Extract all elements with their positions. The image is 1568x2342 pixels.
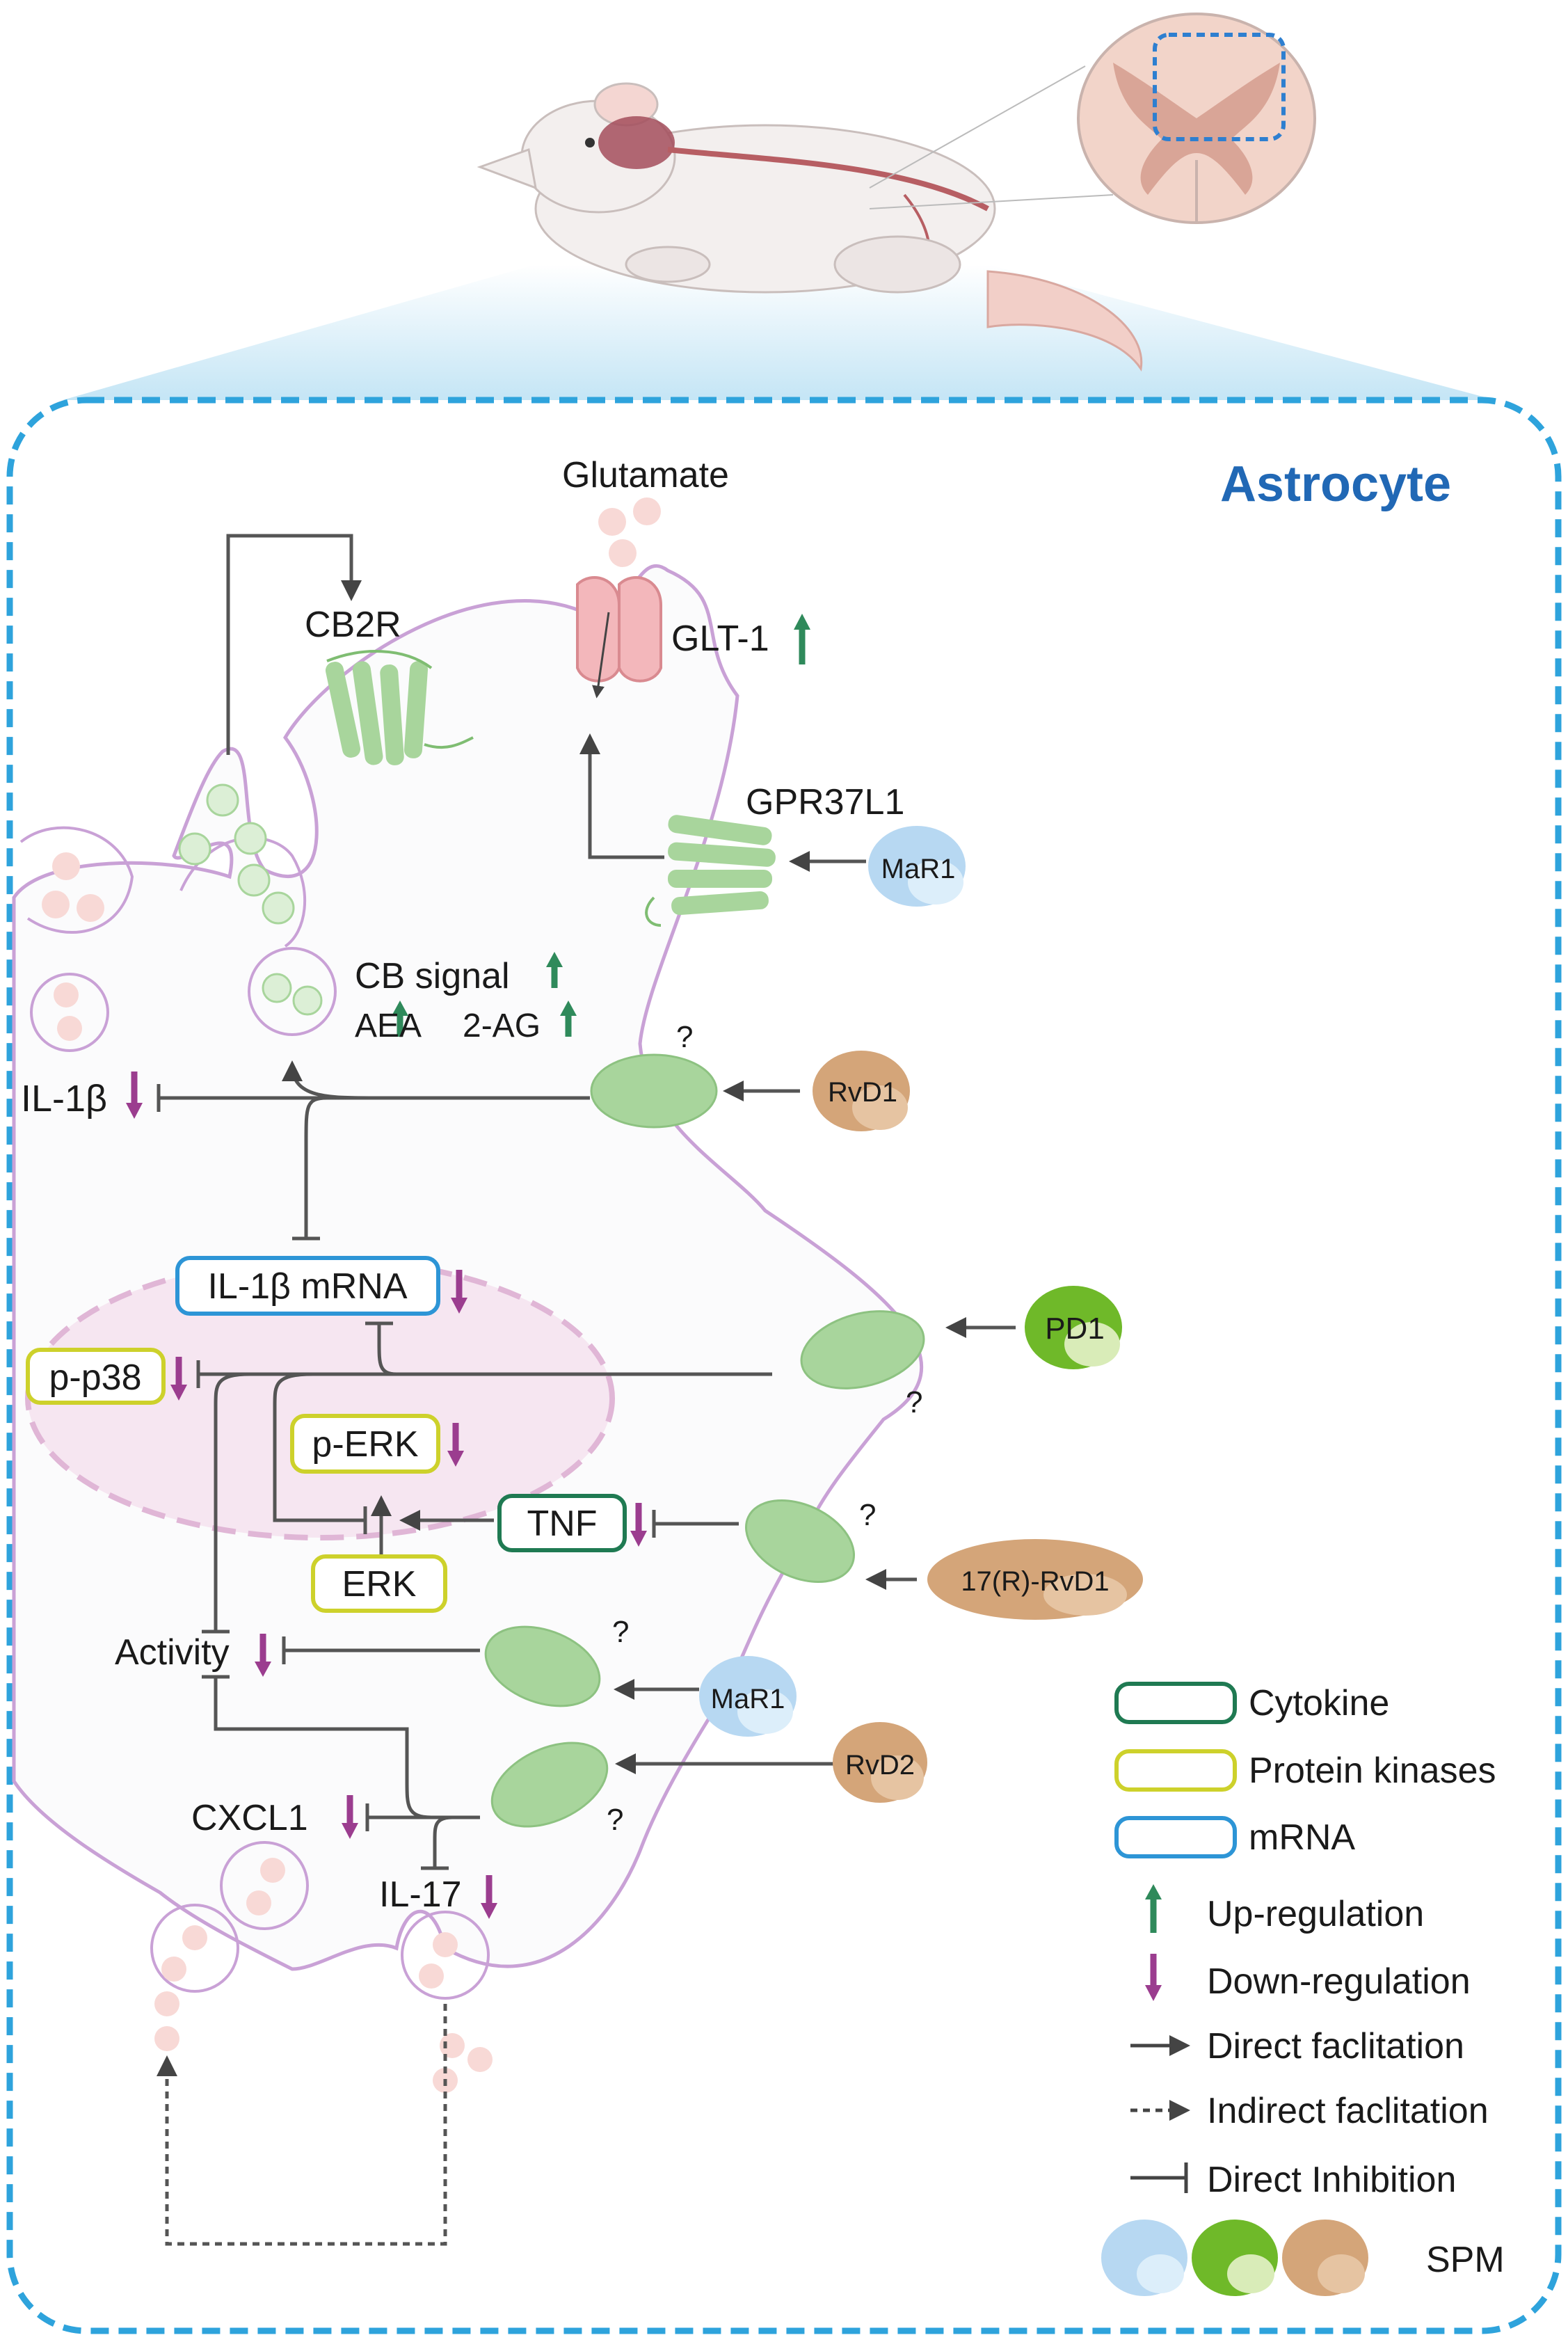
up-regulation-arrows [392,614,810,1037]
legend-cytokine-label: Cytokine [1249,1683,1389,1723]
rat-illustration [477,82,1143,372]
legend-up-arrow-icon [1145,1884,1162,1933]
perk-label: p-ERK [312,1424,418,1465]
question-mark-tnf: ? [859,1498,876,1532]
legend-direct-label: Direct faclitation [1207,2026,1464,2066]
aea-label: AEA [355,1007,422,1044]
gpr37l1-receptor-icon [645,815,776,927]
legend-up-label: Up-regulation [1207,1894,1424,1934]
astrocyte-membrane [12,564,924,1971]
il1b-mrna-box [175,1256,440,1316]
question-mark-activity: ? [612,1615,629,1649]
cb2r-receptor-icon [325,650,474,765]
rvd1-receptor [590,1053,718,1129]
legend-cytokine-swatch [1114,1682,1237,1724]
pathway-lines [157,534,1016,2246]
glt1-transporter [576,576,662,699]
legend-down-arrow-icon [1145,1954,1162,2001]
17r-rvd1-receptor [745,1499,855,1583]
glt1-label: GLT-1 [671,619,769,659]
rvd1-17r-label: 17(R)-RvD1 [961,1566,1109,1597]
pp38-label: p-p38 [49,1357,142,1398]
spm-rvd1 [813,1051,910,1131]
perk-box [290,1414,440,1474]
legend-inhibition-icon [1130,2162,1188,2193]
cxcl1-label: CXCL1 [191,1798,308,1838]
erk-box [311,1554,447,1613]
erk-label: ERK [342,1564,417,1604]
glutamate-label: Glutamate [562,455,729,495]
cb-signal-label: CB signal [355,956,510,996]
legend-kinase-label: Protein kinases [1249,1751,1496,1791]
cb2r-label: CB2R [305,605,401,645]
two-ag-label: 2-AG [463,1007,541,1044]
il1b-label: IL-1β [21,1078,107,1120]
il17-label: IL-17 [379,1874,462,1915]
gpr37l1-label: GPR37L1 [746,782,904,822]
rvd2-label: RvD2 [845,1750,915,1781]
pd1-label: PD1 [1045,1312,1105,1346]
tnf-box [497,1494,627,1552]
mar1-bottom-label: MaR1 [711,1684,785,1714]
legend: Cytokine Protein kinases mRNA Up-regulat… [1101,1682,1505,2296]
legend-down-label: Down-regulation [1207,1961,1471,2002]
rvd1-label: RvD1 [828,1077,897,1108]
nucleus [25,1257,615,1540]
question-mark-rvd1: ? [676,1020,693,1054]
legend-mrna-swatch [1114,1816,1237,1858]
spm-mar1-bottom [699,1656,797,1737]
legend-kinase-swatch [1114,1749,1237,1792]
mar1-top-label: MaR1 [881,854,956,884]
legend-spm-icons [1101,2220,1368,2296]
legend-spm-label: SPM [1426,2240,1505,2280]
astrocyte-title: Astrocyte [1220,456,1451,512]
spinal-cord-section [869,13,1316,224]
tnf-label: TNF [527,1504,597,1544]
spm-rvd2 [833,1722,927,1803]
question-mark-pd1: ? [906,1385,922,1419]
legend-mrna-label: mRNA [1249,1817,1355,1858]
pp38-box [26,1348,166,1405]
vesicles [19,497,661,2093]
mar1-bottom-receptor [484,1625,601,1707]
spm-17r-rvd1 [927,1539,1143,1620]
zoom-region-box [1153,33,1286,141]
spm-mar1-top [868,826,966,907]
pd1-receptor [800,1310,925,1389]
question-mark-rvd2: ? [607,1803,623,1837]
legend-inhibition-label: Direct Inhibition [1207,2160,1456,2200]
legend-indirect-label: Indirect faclitation [1207,2091,1489,2131]
il1b-mrna-label: IL-1β mRNA [207,1266,407,1307]
activity-label: Activity [115,1632,230,1673]
magnification-beam [63,264,1496,400]
spm-pd1 [1025,1286,1122,1369]
rvd2-receptor [490,1742,609,1828]
down-regulation-arrows [126,1072,647,1919]
